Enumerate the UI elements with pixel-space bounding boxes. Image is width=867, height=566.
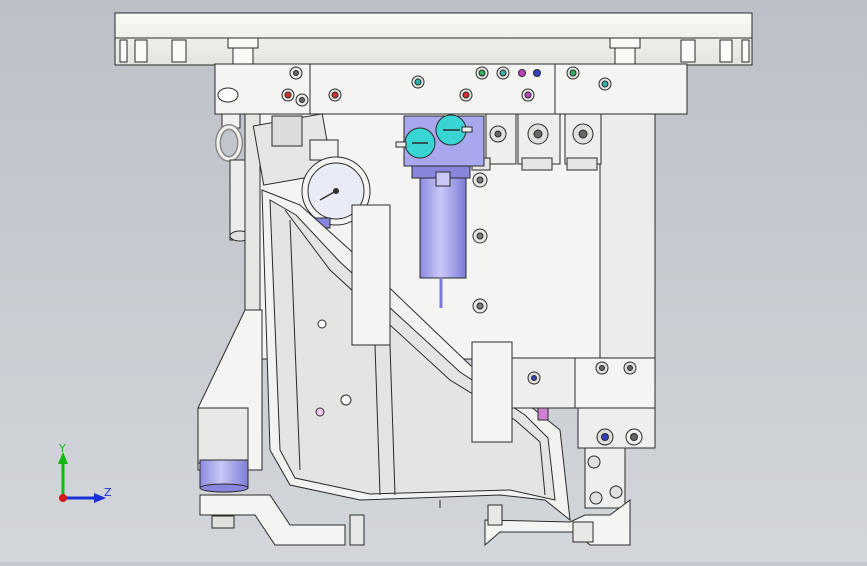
orientation-triad: Y Z — [48, 440, 118, 510]
left-support-column — [197, 309, 263, 493]
lifting-eye-left — [215, 113, 243, 162]
port-group — [281, 66, 612, 107]
z-axis-head — [94, 493, 106, 503]
y-axis-head — [58, 452, 68, 464]
triad-axes — [58, 452, 106, 503]
base-feet — [199, 494, 631, 547]
pressure-gauge-assembly — [252, 113, 371, 229]
valve-stack — [471, 113, 602, 171]
top-plate — [114, 12, 753, 66]
solenoid-valve — [395, 114, 485, 308]
lower-right-block — [471, 341, 656, 509]
manifold-block — [214, 63, 688, 115]
z-axis-label: Z — [104, 486, 112, 499]
triad-origin — [59, 494, 67, 502]
y-axis-label: Y — [59, 442, 66, 455]
